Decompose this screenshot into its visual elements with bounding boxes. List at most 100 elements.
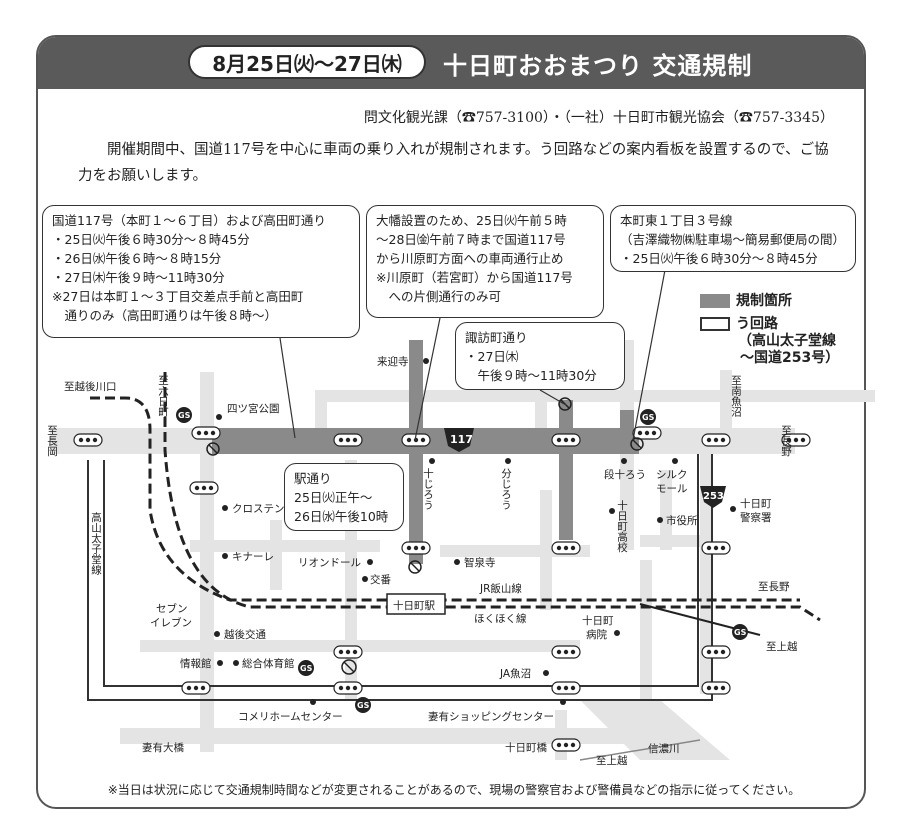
station-label: 十日町駅 (393, 599, 435, 612)
signal-light (413, 545, 419, 551)
callout-route117: 国道117号（本町１〜６丁目）および高田町通り ・25日㈫午後６時30分〜８時4… (42, 205, 360, 338)
signal-light (570, 685, 576, 691)
signal-light (786, 437, 792, 443)
label-city-hall: 市役所 (666, 514, 698, 527)
label-tokamachi-hs: 十日町高校 (616, 499, 628, 553)
signal-light (706, 685, 712, 691)
label-joetsu-1: 至上越 (766, 640, 798, 653)
signal-light (720, 437, 726, 443)
callout-banner: 大幡設置のため、25日㈫午前５時 〜28日㈮午前７時まで国道117号 から川原町… (366, 205, 604, 318)
signal-light (420, 437, 426, 443)
signal-light (720, 649, 726, 655)
legend-detour: う回路 （高山太子堂線 〜国道253号） (700, 316, 839, 367)
background-roads (120, 340, 875, 760)
signal-light (338, 437, 344, 443)
callout-line: ・25日㈫午後６時30分〜８時45分 (620, 251, 818, 266)
callout-line: 国道117号（本町１〜６丁目）および高田町通り (52, 213, 326, 228)
signal-light (352, 685, 358, 691)
signal-light (208, 485, 214, 491)
label-koban: 交番 (370, 573, 391, 586)
intro-text: 開催期間中、国道117号を中心に車両の乗り入れが規制されます。う回路などの案内看… (78, 142, 829, 184)
signal-light (200, 685, 206, 691)
restricted-honcho-east (620, 410, 634, 430)
signal-light (338, 649, 344, 655)
label-silk-mall-2: モール (656, 483, 688, 495)
label-echigogawaguchi: 至越後川口 (64, 380, 117, 393)
callout-line: （吉澤織物㈱駐車場〜簡易郵便局の間） (620, 232, 846, 247)
label-crosten: クロステン (232, 503, 285, 515)
callout-line: 本町東１丁目３号線 (620, 213, 733, 228)
label-hospital: 十日町 (582, 614, 614, 627)
signal-light (800, 437, 806, 443)
signal-light (563, 742, 569, 748)
callout-line: ※川原町（若宮町）から国道117号 (376, 270, 573, 285)
svg-text:GS: GS (300, 664, 313, 673)
signal-light (193, 685, 199, 691)
signal-light (713, 437, 719, 443)
callout-line: ・27日㈭午後９時〜11時30分 (52, 270, 225, 285)
label-nagaoka: 至長岡 (46, 425, 58, 457)
label-hokuhoku: ほくほく線 (474, 612, 527, 625)
signal-light (556, 742, 562, 748)
restricted-suwacho (559, 400, 573, 540)
label-muikamachi: 至六日町 (157, 375, 169, 417)
label-ja-uonuma: JA魚沼 (499, 667, 531, 680)
callout-line: ※27日は本町１〜３丁目交差点手前と高田町 (52, 289, 304, 304)
callout-line: 〜28日㈮午前７時まで国道117号 (376, 232, 566, 247)
legend-detour-label: う回路 (736, 316, 778, 332)
gas-station-markers: GS GS GS GS GS (176, 407, 748, 713)
signal-light (720, 545, 726, 551)
signal-light (78, 437, 84, 443)
date-range-badge: 8月25日㈫〜27日㈭ (188, 45, 426, 79)
signal-light (563, 437, 569, 443)
signal-light (196, 430, 202, 436)
signal-light (413, 437, 419, 443)
label-joetsu-2: 至上越 (596, 754, 628, 767)
label-gym: 総合体育館 (242, 657, 295, 670)
label-police-2: 警察署 (740, 511, 772, 524)
callout-line: への片側通行のみ可 (376, 289, 502, 304)
label-riondor: リオンドール (298, 557, 361, 569)
signal-light (203, 430, 209, 436)
label-hospital-2: 病院 (586, 628, 607, 641)
label-police: 十日町 (740, 497, 772, 510)
legend-restricted: 規制箇所 (700, 290, 792, 310)
signal-light (92, 437, 98, 443)
label-kinare: キナーレ (232, 551, 274, 563)
label-nagano-rail: 至長野 (758, 581, 790, 593)
callout-line: ・27日㈭ (465, 349, 519, 364)
label-takayama-line: 高山太子堂線 (90, 511, 102, 575)
page-title: 十日町おおまつり 交通規制 (443, 52, 753, 80)
signal-light (194, 485, 200, 491)
signal-light (644, 430, 650, 436)
callout-pointers (279, 269, 666, 441)
svg-text:GS: GS (642, 413, 655, 422)
signal-light (713, 649, 719, 655)
signal-light (793, 437, 799, 443)
callout-line: ・25日㈫午後６時30分〜８時45分 (52, 232, 250, 247)
signal-light (352, 649, 358, 655)
signal-light (556, 685, 562, 691)
signal-markers (73, 426, 811, 752)
callout-line: ・26日㈬午後６時〜８時15分 (52, 251, 222, 266)
signal-light (345, 685, 351, 691)
signal-light (570, 437, 576, 443)
callout-line: 諏訪町通り (465, 330, 528, 345)
svg-text:GS: GS (734, 628, 747, 637)
signal-light (570, 649, 576, 655)
label-info-center: 情報館 (180, 657, 212, 670)
signal-light (201, 485, 207, 491)
label-nagano: 至長野 (780, 425, 792, 457)
svg-text:117: 117 (450, 433, 473, 446)
legend-detour-note: （高山太子堂線 (738, 333, 836, 349)
signal-light (85, 437, 91, 443)
label-dantojiro: 段十ろう (604, 468, 646, 481)
signal-light (637, 430, 643, 436)
callout-ekidori: 駅通り 25日㈫正午〜 26日㈬午後10時 (284, 463, 404, 531)
label-komeri: コメリホームセンター (238, 711, 343, 723)
restricted-raigeiji-road (409, 340, 423, 430)
callout-line: 26日㈬午後10時 (294, 509, 389, 524)
label-tsumari-bridge: 妻有大橋 (142, 741, 184, 754)
signal-light (345, 649, 351, 655)
